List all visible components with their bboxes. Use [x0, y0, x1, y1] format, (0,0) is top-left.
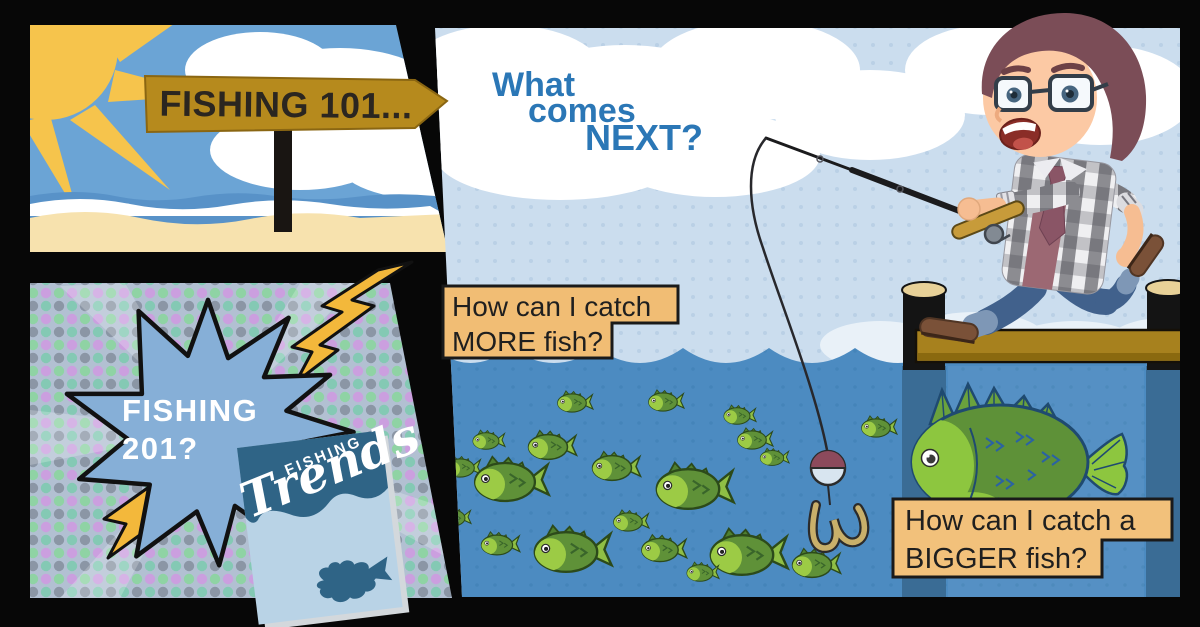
fishing-rod-icon	[764, 136, 1025, 245]
burst-label: FISHING 201?	[122, 392, 258, 468]
glasses-icon	[994, 74, 1109, 112]
question-more-line-1: How can I catch	[452, 291, 652, 322]
beach-foam	[30, 199, 448, 216]
fish-silhouette-icon	[316, 560, 377, 603]
cloud-shape	[435, 28, 1180, 200]
magazine-title-block: FISHING Trends	[232, 406, 427, 624]
fishing-sign	[143, 74, 449, 134]
hair	[981, 12, 1147, 162]
reel	[983, 223, 1005, 245]
post-underwater	[1146, 366, 1180, 597]
eyebrows	[1001, 62, 1085, 75]
speech-box-bigger	[891, 497, 1174, 579]
question-bigger-line-1: How can I catch a	[905, 505, 1136, 537]
back-shoe	[1126, 233, 1165, 277]
torso	[1001, 153, 1117, 295]
front-hand	[957, 197, 981, 221]
starburst-shape	[64, 297, 356, 568]
hook-icon	[807, 500, 870, 553]
fisherman-character	[764, 12, 1165, 345]
front-shoe	[919, 317, 979, 345]
mouth	[999, 117, 1041, 151]
cover-wave	[237, 430, 388, 523]
question-more: How can I catch MORE fish?	[452, 289, 651, 359]
question-more-line-2: MORE fish?	[452, 326, 603, 357]
burst-line-1: FISHING	[122, 393, 259, 428]
sign-label: FISHING 101...	[159, 82, 413, 127]
burst-line-2: 201?	[122, 431, 199, 466]
fishing-line	[749, 137, 829, 451]
head	[981, 12, 1147, 162]
question-bigger: How can I catch a BIGGER fish?	[905, 502, 1136, 578]
signpost-icon	[274, 112, 292, 232]
magazine-cover	[237, 430, 410, 627]
big-fish-icon	[910, 381, 1129, 521]
question-bigger-line-2: BIGGER fish?	[905, 543, 1088, 575]
dock-plank-shadow	[918, 353, 1180, 360]
headline-line-3: NEXT?	[585, 117, 704, 158]
collar	[1033, 157, 1087, 183]
bobber-icon	[809, 449, 847, 506]
nose	[994, 106, 1003, 123]
beach-sand	[30, 212, 448, 252]
speech-box-more	[441, 284, 680, 360]
headline-line-2: comes	[528, 92, 636, 130]
headline-line-1: What	[492, 66, 576, 104]
